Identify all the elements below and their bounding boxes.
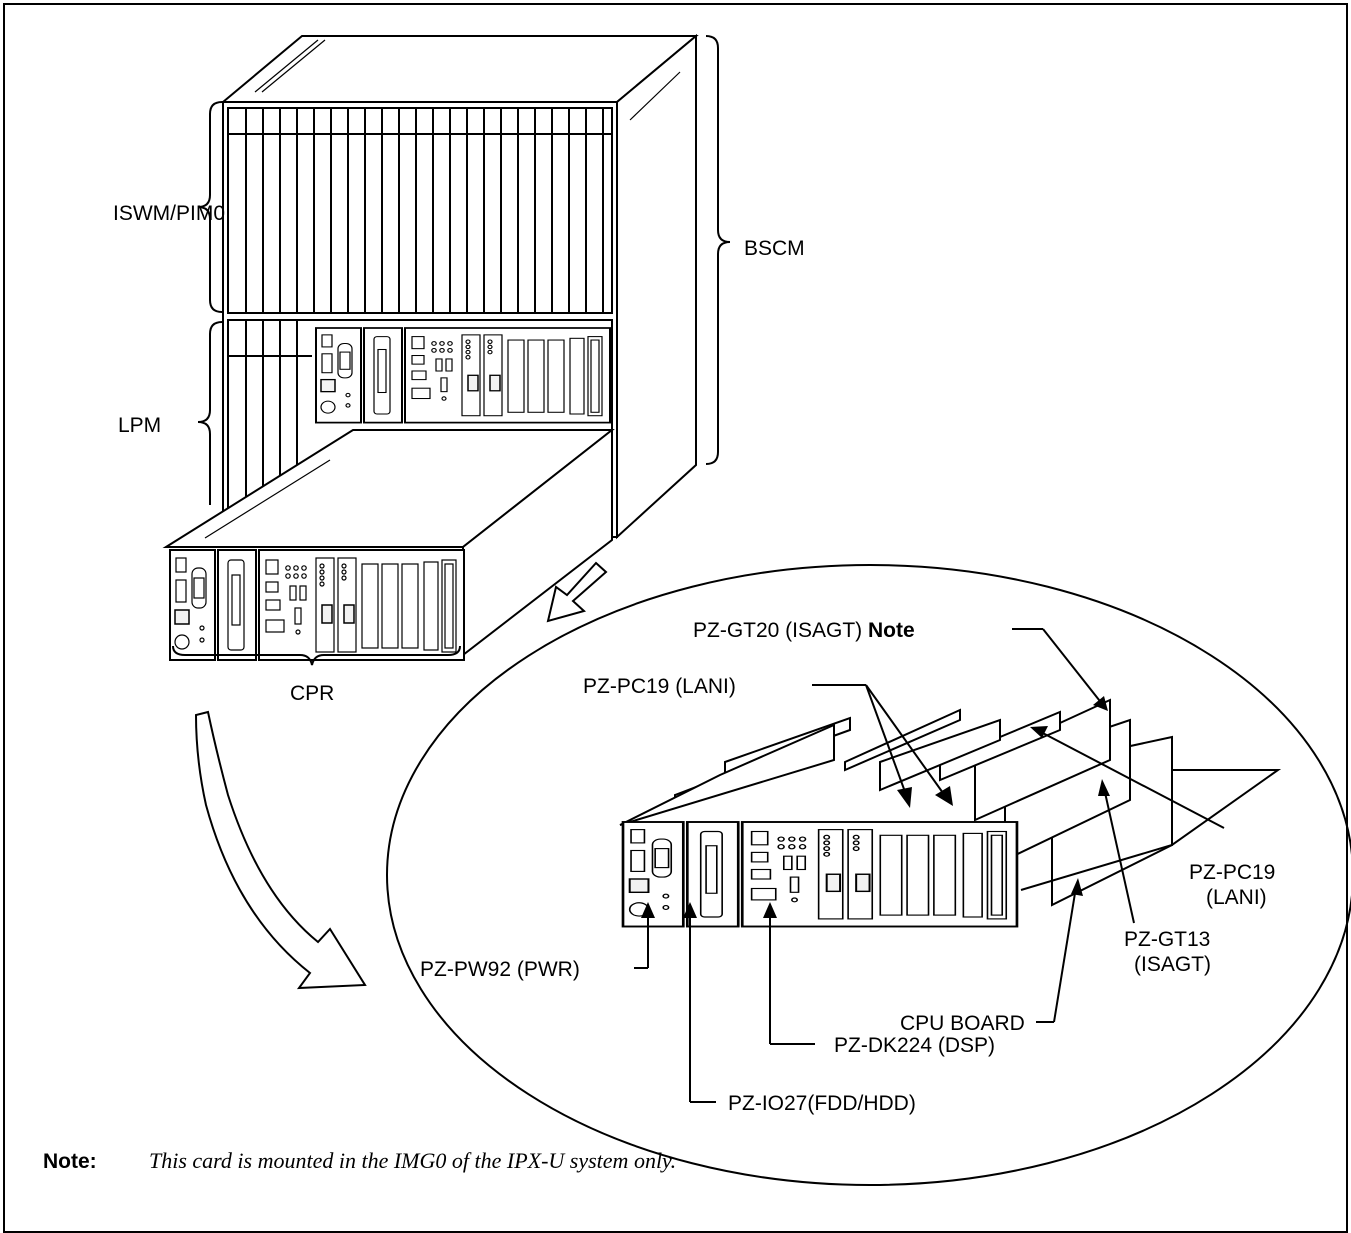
label-gt20-text: PZ-GT20 (ISAGT) xyxy=(693,619,868,642)
label-pc19-top: PZ-PC19 (LANI) xyxy=(583,675,736,698)
label-pw92: PZ-PW92 (PWR) xyxy=(420,958,580,981)
label-gt13-2: (ISAGT) xyxy=(1134,953,1211,976)
curved-arrow xyxy=(196,712,365,988)
bscm-brace xyxy=(706,36,730,464)
label-gt13-1: PZ-GT13 xyxy=(1124,928,1210,951)
label-lpm: LPM xyxy=(118,414,161,437)
note-label: Note: xyxy=(43,1150,97,1173)
label-cpr: CPR xyxy=(290,682,334,705)
label-iswm-pim0: ISWM/PIM0 xyxy=(113,202,225,225)
lpm-brace xyxy=(198,322,222,505)
label-bscm: BSCM xyxy=(744,237,805,260)
label-dk224: PZ-DK224 (DSP) xyxy=(834,1034,995,1057)
label-gt20-note: Note xyxy=(868,619,915,642)
note-text: This card is mounted in the IMG0 of the … xyxy=(149,1148,676,1173)
label-gt20: PZ-GT20 (ISAGT) Note xyxy=(693,619,915,642)
label-io27: PZ-IO27(FDD/HDD) xyxy=(728,1092,916,1115)
magnified-cpr xyxy=(620,700,1278,927)
label-pc19-right-1: PZ-PC19 xyxy=(1189,861,1275,884)
label-cpu-board: CPU BOARD xyxy=(900,1012,1025,1035)
label-pc19-right-2: (LANI) xyxy=(1206,886,1267,909)
